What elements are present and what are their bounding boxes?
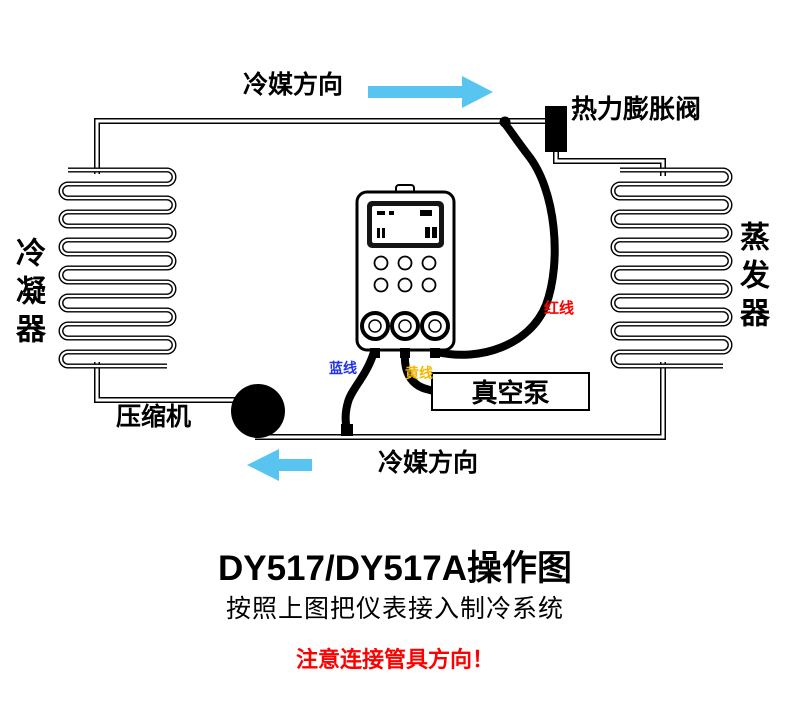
arrow-right-icon	[368, 76, 493, 108]
label-expansion-valve: 热力膨胀阀	[571, 94, 702, 124]
device-knobs	[360, 311, 450, 341]
page-subtitle: 按照上图把仪表接入制冷系统	[225, 595, 564, 623]
red-hose	[433, 121, 559, 359]
condenser-coil	[61, 170, 174, 366]
arrow-left-icon	[247, 449, 312, 481]
label-refrigerant-direction-bottom: 冷媒方向	[378, 449, 479, 477]
label-yellow-hose: 黄线	[405, 365, 433, 381]
warning-text: 注意连接管具方向！	[295, 647, 494, 672]
junction-dot	[499, 116, 511, 128]
label-red-hose: 红线	[544, 300, 575, 317]
lcd-segments	[377, 210, 437, 238]
gauge-hoses	[341, 121, 559, 436]
label-condenser: 冷凝器	[11, 237, 44, 351]
vacuum-pump-box: 真空泵	[431, 372, 590, 411]
label-compressor: 压缩机	[116, 403, 192, 431]
label-blue-hose: 蓝线	[329, 360, 357, 376]
expansion-valve-icon	[545, 106, 567, 152]
device-buttons	[373, 255, 437, 293]
label-refrigerant-direction-top: 冷媒方向	[243, 71, 344, 99]
compressor-icon	[231, 384, 285, 438]
page-title: DY517/DY517A操作图	[217, 549, 573, 588]
label-evaporator: 蒸发器	[735, 221, 768, 335]
evaporator-coil	[613, 170, 730, 366]
label-vacuum-pump: 真空泵	[471, 378, 550, 408]
yellow-hose	[400, 348, 437, 395]
hose-pipe-connector	[341, 424, 353, 436]
manifold-gauge-device	[355, 184, 456, 358]
device-ports	[370, 348, 440, 358]
